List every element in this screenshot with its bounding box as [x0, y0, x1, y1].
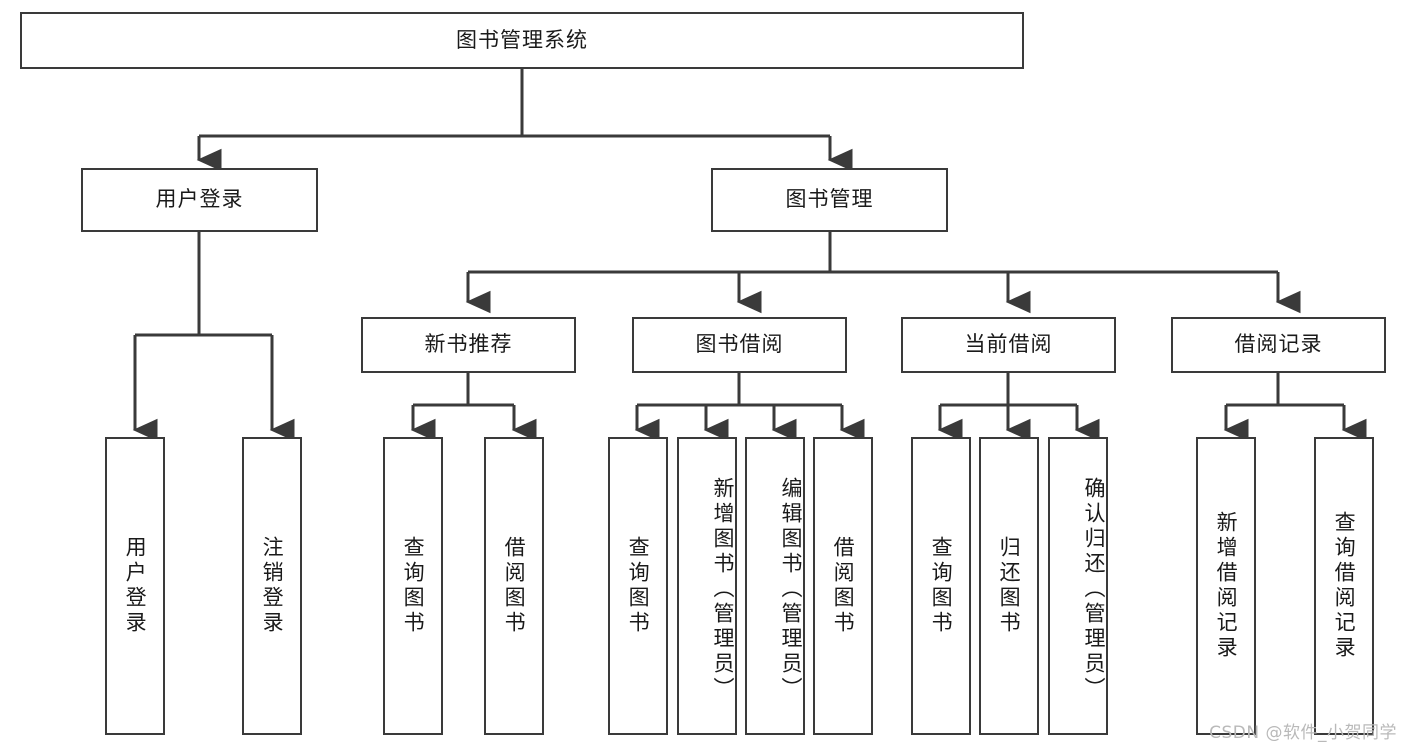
node-borrow-record[interactable]: 借阅记录 [1171, 317, 1386, 373]
node-root-book-management-system[interactable]: 图书管理系统 [20, 12, 1024, 69]
node-label: 图书管理 [785, 187, 874, 212]
node-current-borrow[interactable]: 当前借阅 [901, 317, 1116, 373]
node-label: 图书借阅 [695, 332, 784, 357]
leaf-current-borrow-confirm-return[interactable]: 确认归还（管理员） [1048, 437, 1108, 735]
node-label: 图书管理系统 [456, 27, 588, 52]
node-label: 新增借阅记录 [1214, 511, 1239, 661]
node-user-login[interactable]: 用户登录 [81, 168, 318, 232]
leaf-user-login-login[interactable]: 用户登录 [105, 437, 165, 735]
node-label: 新增图书（管理员） [711, 476, 735, 702]
leaf-new-book-query[interactable]: 查询图书 [383, 437, 443, 735]
watermark: CSDN @软件_小贺同学 [1209, 723, 1397, 743]
node-label: 新书推荐 [424, 332, 513, 357]
leaf-current-borrow-return[interactable]: 归还图书 [979, 437, 1039, 735]
node-label: 用户登录 [155, 187, 244, 212]
node-label: 当前借阅 [964, 332, 1053, 357]
node-label: 借阅图书 [831, 536, 856, 636]
leaf-book-borrow-add[interactable]: 新增图书（管理员） [677, 437, 737, 735]
node-label: 归还图书 [997, 536, 1022, 636]
leaf-borrow-record-add[interactable]: 新增借阅记录 [1196, 437, 1256, 735]
node-label: 查询图书 [626, 536, 651, 636]
leaf-user-login-logout[interactable]: 注销登录 [242, 437, 302, 735]
node-book-management[interactable]: 图书管理 [711, 168, 948, 232]
node-new-book-recommend[interactable]: 新书推荐 [361, 317, 576, 373]
node-label: 编辑图书（管理员） [779, 476, 803, 702]
node-label: 查询图书 [929, 536, 954, 636]
leaf-book-borrow-query[interactable]: 查询图书 [608, 437, 668, 735]
node-label: 借阅记录 [1234, 332, 1323, 357]
node-label: 查询图书 [401, 536, 426, 636]
node-label: 确认归还（管理员） [1082, 476, 1106, 702]
leaf-book-borrow-edit[interactable]: 编辑图书（管理员） [745, 437, 805, 735]
node-label: 借阅图书 [502, 536, 527, 636]
node-label: 用户登录 [123, 536, 148, 636]
node-label: 注销登录 [260, 536, 285, 636]
leaf-borrow-record-query[interactable]: 查询借阅记录 [1314, 437, 1374, 735]
leaf-new-book-borrow[interactable]: 借阅图书 [484, 437, 544, 735]
node-label: 查询借阅记录 [1332, 511, 1357, 661]
node-book-borrow[interactable]: 图书借阅 [632, 317, 847, 373]
leaf-book-borrow-borrow[interactable]: 借阅图书 [813, 437, 873, 735]
leaf-current-borrow-query[interactable]: 查询图书 [911, 437, 971, 735]
